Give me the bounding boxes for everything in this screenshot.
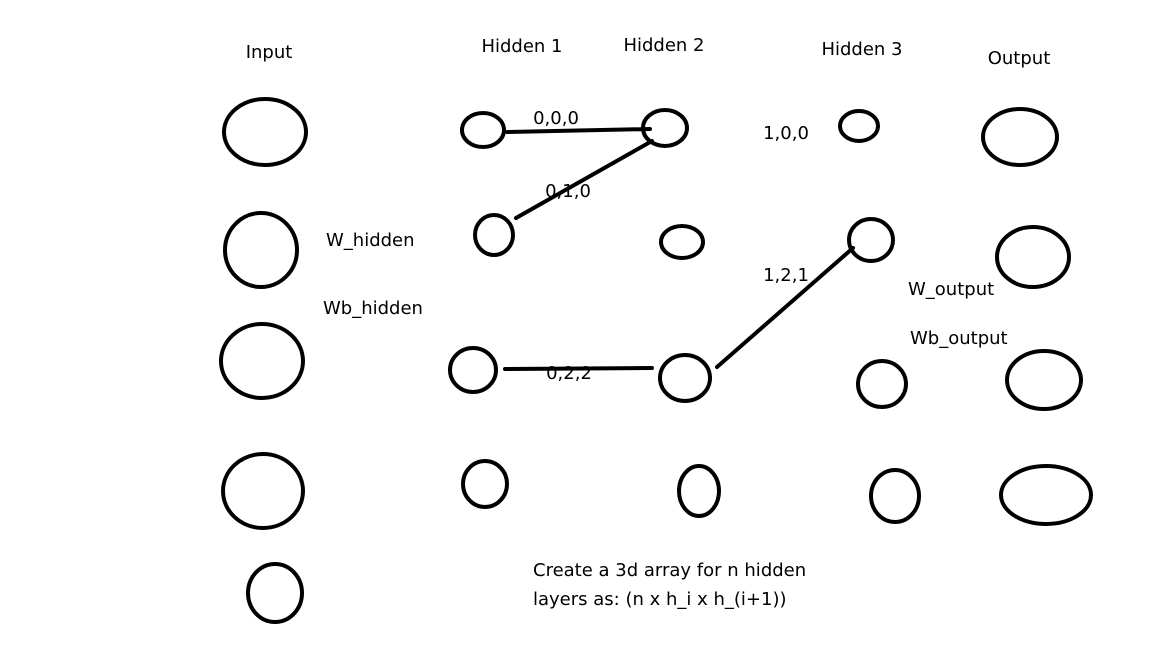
note-line-2: layers as: (n x h_i x h_(i+1)) <box>533 589 787 610</box>
node-output-3 <box>999 464 1093 526</box>
node-input-4 <box>246 562 304 624</box>
layer-title-output: Output <box>988 48 1051 69</box>
layer-title-input: Input <box>246 42 293 63</box>
edge-0-1-0 <box>514 139 654 220</box>
node-hidden3-3 <box>869 468 921 524</box>
node-output-0 <box>981 107 1059 167</box>
node-input-3 <box>221 452 305 530</box>
node-hidden2-1 <box>659 224 705 260</box>
edge-label-0-2-2: 0,2,2 <box>546 363 592 384</box>
node-hidden3-1 <box>847 217 895 263</box>
layer-title-hidden-1: Hidden 1 <box>481 36 562 57</box>
node-hidden1-3 <box>461 459 509 509</box>
layer-title-hidden-3: Hidden 3 <box>821 39 902 60</box>
edge-0-0-0 <box>505 127 652 134</box>
edge-label-1-2-1: 1,2,1 <box>763 265 809 286</box>
node-hidden1-2 <box>448 346 498 394</box>
edge-0-2-2 <box>503 366 654 371</box>
label-w-hidden: W_hidden <box>326 230 415 251</box>
edge-1-2-1 <box>715 246 855 369</box>
node-hidden3-2 <box>856 359 908 409</box>
node-input-2 <box>219 322 305 400</box>
edge-label-0-1-0: 0,1,0 <box>545 181 591 202</box>
layer-title-hidden-2: Hidden 2 <box>623 35 704 56</box>
node-hidden2-0 <box>641 108 689 148</box>
edge-label-0-0-0: 0,0,0 <box>533 108 579 129</box>
node-hidden2-3 <box>677 464 721 518</box>
node-hidden3-0 <box>838 109 880 143</box>
node-input-1 <box>223 211 299 289</box>
node-output-1 <box>995 225 1071 289</box>
node-hidden1-1 <box>473 213 515 257</box>
node-input-0 <box>222 97 308 167</box>
label-wb-output: Wb_output <box>910 328 1008 349</box>
node-output-2 <box>1005 349 1083 411</box>
edge-label-1-0-0: 1,0,0 <box>763 123 809 144</box>
node-hidden1-0 <box>460 111 506 149</box>
label-w-output: W_output <box>908 279 994 300</box>
label-wb-hidden: Wb_hidden <box>323 298 423 319</box>
node-hidden2-2 <box>658 353 712 403</box>
note-line-1: Create a 3d array for n hidden <box>533 560 806 581</box>
